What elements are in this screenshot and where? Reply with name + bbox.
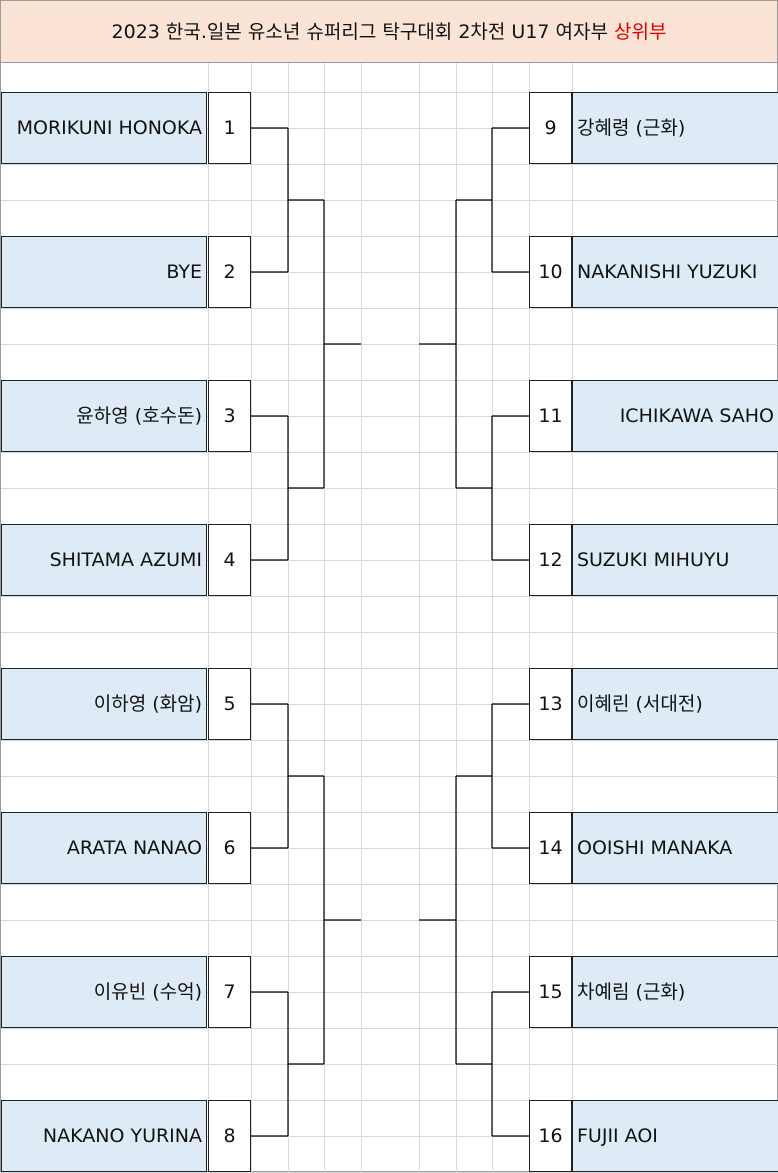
- title-text: 2023 한국.일본 유소년 슈퍼리그 탁구대회 2차전 U17 여자부: [111, 21, 615, 43]
- right-player-16-name[interactable]: FUJII AOI: [572, 1100, 778, 1172]
- left-player-5-name[interactable]: 이하영 (화암): [1, 668, 207, 740]
- left-player-8-name[interactable]: NAKANO YURINA: [1, 1100, 207, 1172]
- right-player-12-name[interactable]: SUZUKI MIHUYU: [572, 524, 778, 596]
- left-player-5-seed: 5: [208, 668, 251, 740]
- page-title: 2023 한국.일본 유소년 슈퍼리그 탁구대회 2차전 U17 여자부 상위부: [1, 1, 777, 63]
- bracket-lines: [251, 127, 529, 1137]
- right-player-11-name[interactable]: ICHIKAWA SAHO: [572, 380, 778, 452]
- left-player-1-seed: 1: [208, 92, 251, 164]
- right-player-13-name[interactable]: 이혜린 (서대전): [572, 668, 778, 740]
- left-player-4-name[interactable]: SHITAMA AZUMI: [1, 524, 207, 596]
- right-player-12-seed: 12: [529, 524, 572, 596]
- right-player-11-seed: 11: [529, 380, 572, 452]
- right-player-10-seed: 10: [529, 236, 572, 308]
- left-player-6-seed: 6: [208, 812, 251, 884]
- right-player-15-name[interactable]: 차예림 (근화): [572, 956, 778, 1028]
- left-player-8-seed: 8: [208, 1100, 251, 1172]
- left-player-7-seed: 7: [208, 956, 251, 1028]
- title-highlight: 상위부: [614, 21, 667, 43]
- left-player-2-seed: 2: [208, 236, 251, 308]
- left-player-3-name[interactable]: 윤하영 (호수돈): [1, 380, 207, 452]
- left-player-4-seed: 4: [208, 524, 251, 596]
- right-player-10-name[interactable]: NAKANISHI YUZUKI: [572, 236, 778, 308]
- right-player-16-seed: 16: [529, 1100, 572, 1172]
- left-player-2-name[interactable]: BYE: [1, 236, 207, 308]
- right-player-14-name[interactable]: OOISHI MANAKA: [572, 812, 778, 884]
- right-player-9-name[interactable]: 강혜령 (근화): [572, 92, 778, 164]
- right-player-14-seed: 14: [529, 812, 572, 884]
- right-player-15-seed: 15: [529, 956, 572, 1028]
- left-player-7-name[interactable]: 이유빈 (수억): [1, 956, 207, 1028]
- right-player-13-seed: 13: [529, 668, 572, 740]
- left-player-3-seed: 3: [208, 380, 251, 452]
- right-player-9-seed: 9: [529, 92, 572, 164]
- left-player-1-name[interactable]: MORIKUNI HONOKA: [1, 92, 207, 164]
- left-player-6-name[interactable]: ARATA NANAO: [1, 812, 207, 884]
